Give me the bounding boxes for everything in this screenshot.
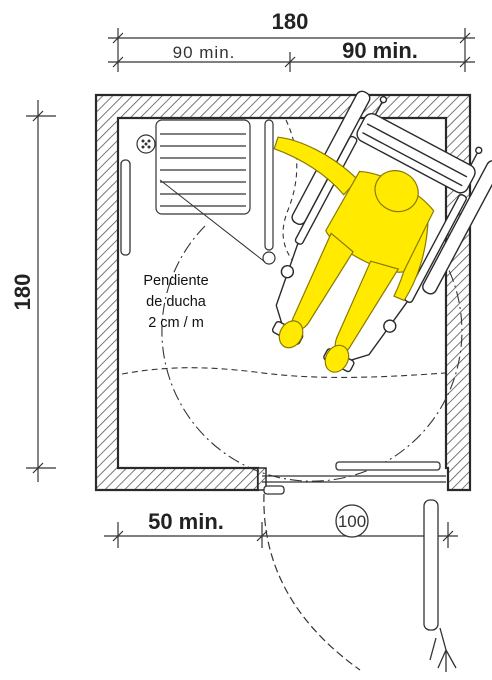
- door-swing: [263, 493, 361, 671]
- bottom-dimensions: [104, 522, 458, 548]
- seat-diagonal: [159, 179, 266, 263]
- person-figure: [273, 136, 435, 373]
- left-grab-bar: [120, 159, 131, 256]
- dimension-circle: [335, 504, 369, 538]
- sliding-door: [262, 461, 446, 495]
- shower-seat: [155, 119, 251, 215]
- top-dimensions: [108, 28, 475, 72]
- shower-hose: [282, 119, 298, 261]
- outside-grab-bar: [423, 499, 457, 672]
- dimension-top-total: 180: [272, 9, 309, 34]
- dimension-top-right: 90 min.: [342, 38, 418, 63]
- dimension-left-total: 180: [10, 274, 35, 311]
- note-line-2: de ducha: [146, 294, 207, 310]
- left-dimension: [26, 100, 56, 482]
- walls: [94, 93, 472, 492]
- door-jamb: [257, 467, 267, 491]
- dimension-top-left: 90 min.: [173, 43, 236, 62]
- slope-note: Pendiente de ducha 2 cm / m: [143, 273, 208, 331]
- seat-grab-bar: [262, 119, 276, 265]
- note-line-3: 2 cm / m: [148, 315, 204, 331]
- shower-drain: [136, 134, 156, 154]
- dimension-bottom-left: 50 min.: [148, 509, 224, 534]
- slope-line: [121, 367, 446, 378]
- dimension-bottom-circle: 100: [338, 512, 366, 531]
- turning-circle: [161, 225, 463, 482]
- note-line-1: Pendiente: [143, 273, 208, 289]
